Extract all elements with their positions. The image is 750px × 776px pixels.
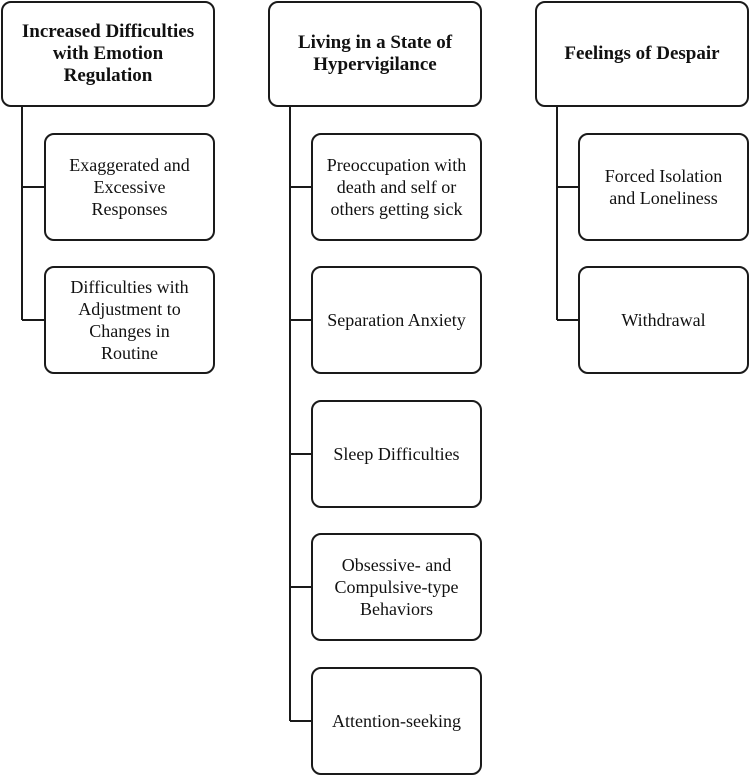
item-box-exaggerated-responses: Exaggerated and Excessive Responses <box>44 133 215 241</box>
item-box-separation-anxiety: Separation Anxiety <box>311 266 482 374</box>
category-title: Increased Difficulties with Emotion Regu… <box>21 21 195 86</box>
item-box-attention-seeking: Attention-seeking <box>311 667 482 775</box>
item-label: Separation Anxiety <box>327 310 466 330</box>
item-box-obsessive-compulsive: Obsessive- and Compulsive-type Behaviors <box>311 533 482 641</box>
category-box-hypervigilance: Living in a State of Hypervigilance <box>268 1 482 107</box>
item-box-sleep-difficulties: Sleep Difficulties <box>311 400 482 508</box>
item-label: Forced Isolation and Loneliness <box>604 166 723 208</box>
item-box-withdrawal: Withdrawal <box>578 266 749 374</box>
item-label: Preoccupation with death and self or oth… <box>326 155 467 219</box>
category-box-emotion-regulation: Increased Difficulties with Emotion Regu… <box>1 1 215 107</box>
item-label: Sleep Difficulties <box>333 444 460 464</box>
item-label: Exaggerated and Excessive Responses <box>69 155 190 219</box>
item-box-forced-isolation: Forced Isolation and Loneliness <box>578 133 749 241</box>
item-label: Attention-seeking <box>332 711 461 731</box>
item-box-preoccupation-death: Preoccupation with death and self or oth… <box>311 133 482 241</box>
category-title: Living in a State of Hypervigilance <box>297 32 453 75</box>
item-label: Difficulties with Adjustment to Changes … <box>70 277 189 363</box>
category-title: Feelings of Despair <box>564 43 720 64</box>
category-box-despair: Feelings of Despair <box>535 1 749 107</box>
item-box-adjustment-difficulties: Difficulties with Adjustment to Changes … <box>44 266 215 374</box>
item-label: Obsessive- and Compulsive-type Behaviors <box>334 555 459 619</box>
item-label: Withdrawal <box>621 310 706 330</box>
